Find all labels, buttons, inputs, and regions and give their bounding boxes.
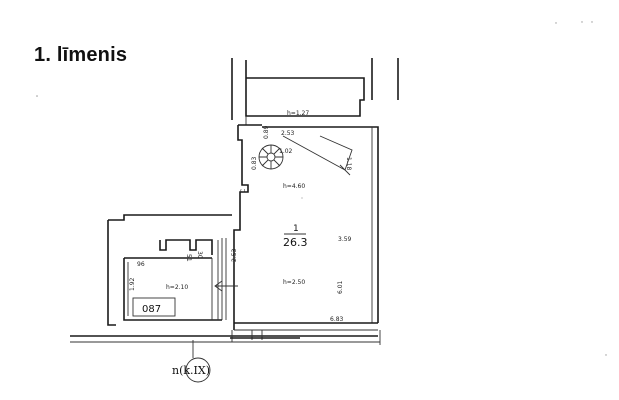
room-height-upper: h=4.60 — [283, 183, 305, 190]
room-vertical-dim: 6.01 — [337, 280, 344, 294]
scan-speck — [36, 95, 38, 97]
scan-speck — [555, 22, 557, 24]
stamp-label: n(k.IX) — [172, 364, 210, 377]
small-room-dim-b: 30 — [196, 251, 203, 259]
main-room — [221, 124, 379, 331]
scan-speck — [591, 21, 593, 23]
room-number: 1 — [293, 224, 299, 234]
room-code-box: 087 — [142, 304, 161, 315]
scan-speck — [605, 354, 607, 356]
street-lines — [70, 330, 381, 345]
left-small-room — [107, 214, 238, 326]
stair-right-dim: 1.18 — [345, 157, 352, 171]
wall-mid-dim: 2.53 — [231, 248, 238, 262]
upper-room — [231, 58, 399, 125]
page-title: 1. līmenis — [34, 44, 128, 66]
small-room-height: h=2.10 — [166, 284, 188, 291]
wall-left-dim: 0.83 — [251, 156, 258, 170]
scan-speck — [581, 21, 583, 23]
scan-speck — [301, 197, 303, 199]
room-bottom-dim: 6.83 — [330, 316, 344, 323]
small-room-dim-a: 51 — [185, 254, 192, 262]
stair-radius-dim: 1.02 — [279, 148, 293, 155]
small-room-dim-top: 96 — [137, 261, 145, 268]
small-room-left-dim: 1.92 — [129, 277, 136, 291]
room-height-lower: h=2.50 — [283, 279, 305, 286]
room-area: 26.3 — [283, 236, 308, 249]
spiral-stair — [258, 135, 353, 176]
cadastre-stamp: n(k.IX) — [172, 340, 211, 383]
stair-top-dim: 2.53 — [281, 130, 295, 137]
stair-left-dim: 0.89 — [263, 125, 270, 139]
room-right-dim: 3.59 — [338, 236, 352, 243]
upper-room-height-label: h=1.27 — [287, 110, 309, 117]
small-c-label: C — [240, 189, 247, 193]
